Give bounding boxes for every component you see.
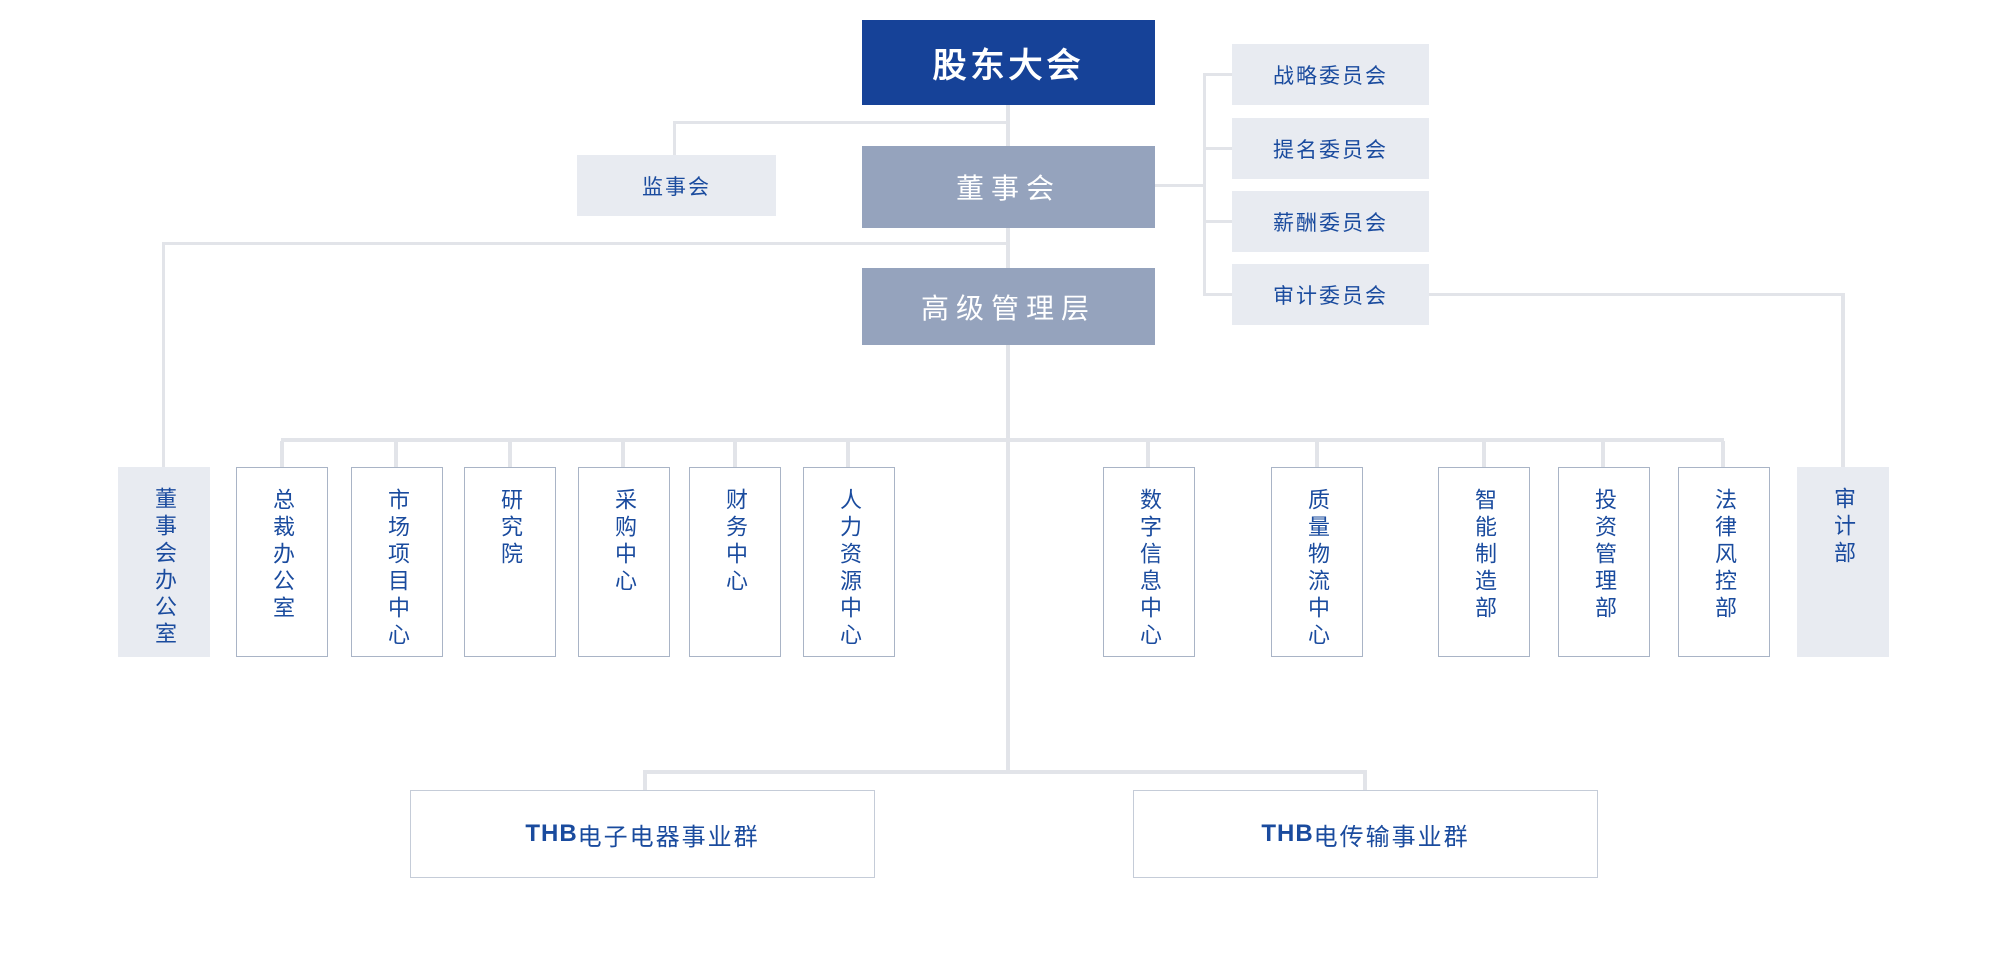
dept-legal-risk-control-box: 法律风控部 [1678,467,1770,657]
dept-audit-label: 审计部 [1831,487,1856,568]
dept-finance-center-label: 财务中心 [723,488,748,596]
committee-strategy-label: 战略委员会 [1273,64,1388,88]
connector-supervisory-drop [673,121,676,155]
committee-audit-label: 审计委员会 [1273,284,1388,308]
dept-legal-risk-control-label: 法律风控部 [1712,488,1737,623]
connector-dept-tick-8 [1315,441,1319,467]
connector-dept-tick-6 [846,441,850,467]
connector-group-1-drop [643,770,647,790]
connector-board-office-drop [162,242,165,467]
dept-audit-box: 审计部 [1797,467,1889,657]
dept-market-project-center-box: 市场项目中心 [351,467,443,657]
connector-dept-tick-9 [1482,441,1486,467]
connector-audit-dept-drop [1841,293,1845,467]
connector-dept-tick-3 [508,441,512,467]
connector-dept-tick-7 [1146,441,1150,467]
connector-board-to-senior-management [1006,227,1010,268]
connector-committee-stub-3 [1203,220,1232,223]
dept-procurement-center-box: 采购中心 [578,467,670,657]
supervisory-board-label: 监事会 [642,175,711,199]
business-group-electronics-brand: THB [525,820,578,847]
connector-dept-tick-1 [280,441,284,467]
committee-audit-box: 审计委员会 [1232,264,1429,325]
dept-hr-center-box: 人力资源中心 [803,467,895,657]
committee-remuneration-label: 薪酬委员会 [1273,211,1388,235]
dept-hr-center-label: 人力资源中心 [837,488,862,650]
connector-committee-spine [1203,73,1206,296]
dept-investment-management-label: 投资管理部 [1592,488,1617,623]
dept-president-office-label: 总裁办公室 [270,488,295,623]
connector-dept-tick-2 [394,441,398,467]
dept-board-office-box: 董事会办公室 [118,467,210,657]
connector-board-to-committee-spine [1150,184,1206,187]
dept-president-office-box: 总裁办公室 [236,467,328,657]
connector-group-2-drop [1363,770,1367,790]
dept-digital-information-center-box: 数字信息中心 [1103,467,1195,657]
business-group-transmission-brand: THB [1261,820,1314,847]
supervisory-board-box: 监事会 [577,155,776,216]
connector-main-stem [1006,345,1010,774]
committee-strategy-box: 战略委员会 [1232,44,1429,105]
dept-quality-logistics-center-box: 质量物流中心 [1271,467,1363,657]
dept-intelligent-manufacturing-box: 智能制造部 [1438,467,1530,657]
committee-remuneration-box: 薪酬委员会 [1232,191,1429,252]
connector-committee-stub-4 [1203,293,1232,296]
business-group-electronics-label: 电子电器事业群 [577,823,760,851]
connector-dept-tick-10 [1601,441,1605,467]
shareholders-meeting-box: 股东大会 [862,20,1155,105]
connector-dept-tick-11 [1721,441,1725,467]
connector-board-office-branch [162,242,1008,245]
connector-committee-stub-1 [1203,73,1232,76]
dept-research-institute-box: 研究院 [464,467,556,657]
dept-research-institute-label: 研究院 [498,488,523,569]
business-group-transmission-label: 电传输事业群 [1313,823,1470,851]
connector-supervisory-branch [673,121,1010,124]
board-of-directors-label: 董事会 [955,173,1061,204]
connector-groups-rail [643,770,1367,774]
committee-nomination-label: 提名委员会 [1273,138,1388,162]
connector-dept-tick-4 [621,441,625,467]
connector-shareholders-to-board [1006,105,1010,146]
dept-quality-logistics-center-label: 质量物流中心 [1305,488,1330,650]
committee-nomination-box: 提名委员会 [1232,118,1429,179]
senior-management-box: 高级管理层 [862,268,1155,345]
dept-market-project-center-label: 市场项目中心 [385,488,410,650]
dept-investment-management-box: 投资管理部 [1558,467,1650,657]
senior-management-label: 高级管理层 [920,292,1096,324]
board-of-directors-box: 董事会 [862,146,1155,228]
dept-procurement-center-label: 采购中心 [612,488,637,596]
dept-finance-center-box: 财务中心 [689,467,781,657]
connector-audit-committee-branch [1429,293,1845,296]
dept-intelligent-manufacturing-label: 智能制造部 [1472,488,1497,623]
dept-board-office-label: 董事会办公室 [152,487,177,649]
shareholders-meeting-label: 股东大会 [932,47,1085,85]
dept-digital-information-center-label: 数字信息中心 [1137,488,1162,650]
connector-dept-tick-5 [733,441,737,467]
connector-committee-stub-2 [1203,147,1232,150]
connector-departments-rail [281,438,1724,442]
